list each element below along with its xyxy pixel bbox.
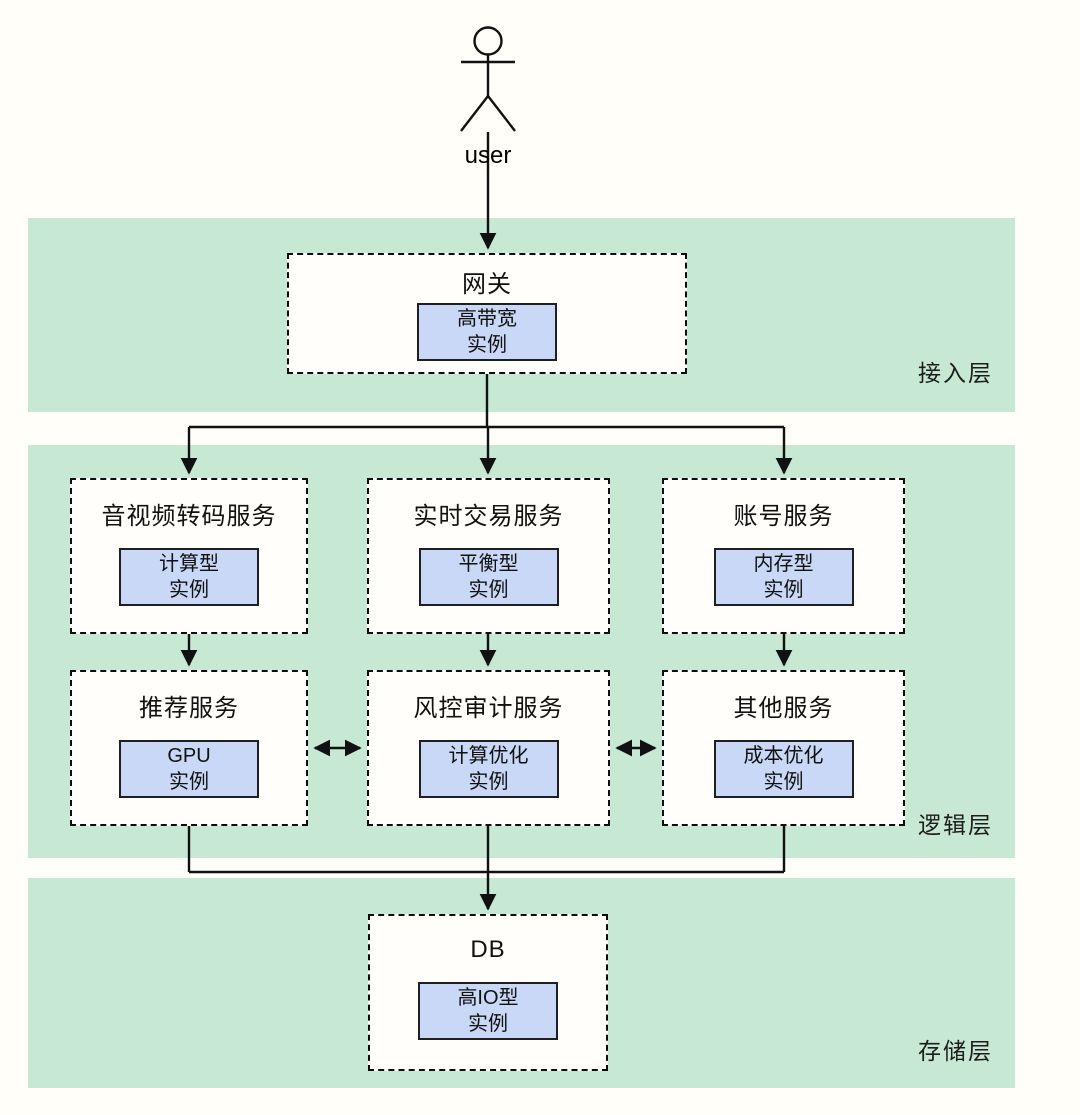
- node-risk-title: 风控审计服务: [413, 695, 564, 722]
- instance-type: 成本优化: [743, 745, 824, 767]
- user-label: user: [464, 142, 512, 169]
- node-recommend-service: 推荐服务 GPU 实例: [70, 670, 308, 826]
- node-other-service: 其他服务 成本优化 实例: [662, 670, 905, 826]
- recommend-instance-box: GPU 实例: [119, 740, 259, 798]
- node-account-title: 账号服务: [733, 503, 834, 530]
- node-gateway-title: 网关: [462, 271, 512, 298]
- account-instance-box: 内存型 实例: [713, 548, 854, 606]
- user-actor-icon: [460, 26, 516, 132]
- instance-word: 实例: [763, 579, 804, 601]
- transcode-instance-box: 计算型 实例: [119, 548, 259, 606]
- instance-word: 实例: [468, 1013, 508, 1035]
- gateway-instance-box: 高带宽 实例: [417, 303, 557, 361]
- access-layer-label: 接入层: [918, 360, 993, 386]
- node-trading-title: 实时交易服务: [413, 503, 564, 530]
- node-gateway: 网关 高带宽 实例: [287, 253, 687, 374]
- node-db: DB 高IO型 实例: [368, 914, 608, 1071]
- instance-type: 计算优化: [448, 745, 529, 767]
- instance-type: 内存型: [753, 553, 814, 575]
- other-instance-box: 成本优化 实例: [713, 740, 854, 798]
- db-instance-box: 高IO型 实例: [418, 982, 558, 1040]
- node-risk-audit-service: 风控审计服务 计算优化 实例: [367, 670, 610, 826]
- node-account-service: 账号服务 内存型 实例: [662, 478, 905, 634]
- instance-type: 平衡型: [458, 553, 519, 575]
- instance-word: 实例: [467, 334, 507, 356]
- node-other-title: 其他服务: [733, 695, 834, 722]
- instance-type: GPU: [167, 745, 211, 767]
- instance-word: 实例: [169, 579, 209, 601]
- logic-layer-label: 逻辑层: [918, 812, 993, 838]
- instance-word: 实例: [468, 579, 509, 601]
- instance-word: 实例: [763, 771, 804, 793]
- node-transcode-service: 音视频转码服务 计算型 实例: [70, 478, 308, 634]
- instance-type: 高IO型: [457, 987, 519, 1009]
- node-db-title: DB: [470, 936, 506, 963]
- node-recommend-title: 推荐服务: [139, 695, 239, 722]
- instance-word: 实例: [468, 771, 509, 793]
- instance-type: 高带宽: [457, 308, 517, 330]
- node-trading-service: 实时交易服务 平衡型 实例: [367, 478, 610, 634]
- instance-type: 计算型: [159, 553, 219, 575]
- storage-layer-label: 存储层: [918, 1038, 993, 1064]
- node-transcode-title: 音视频转码服务: [101, 503, 277, 530]
- risk-instance-box: 计算优化 实例: [418, 740, 559, 798]
- trading-instance-box: 平衡型 实例: [418, 548, 559, 606]
- instance-word: 实例: [169, 771, 209, 793]
